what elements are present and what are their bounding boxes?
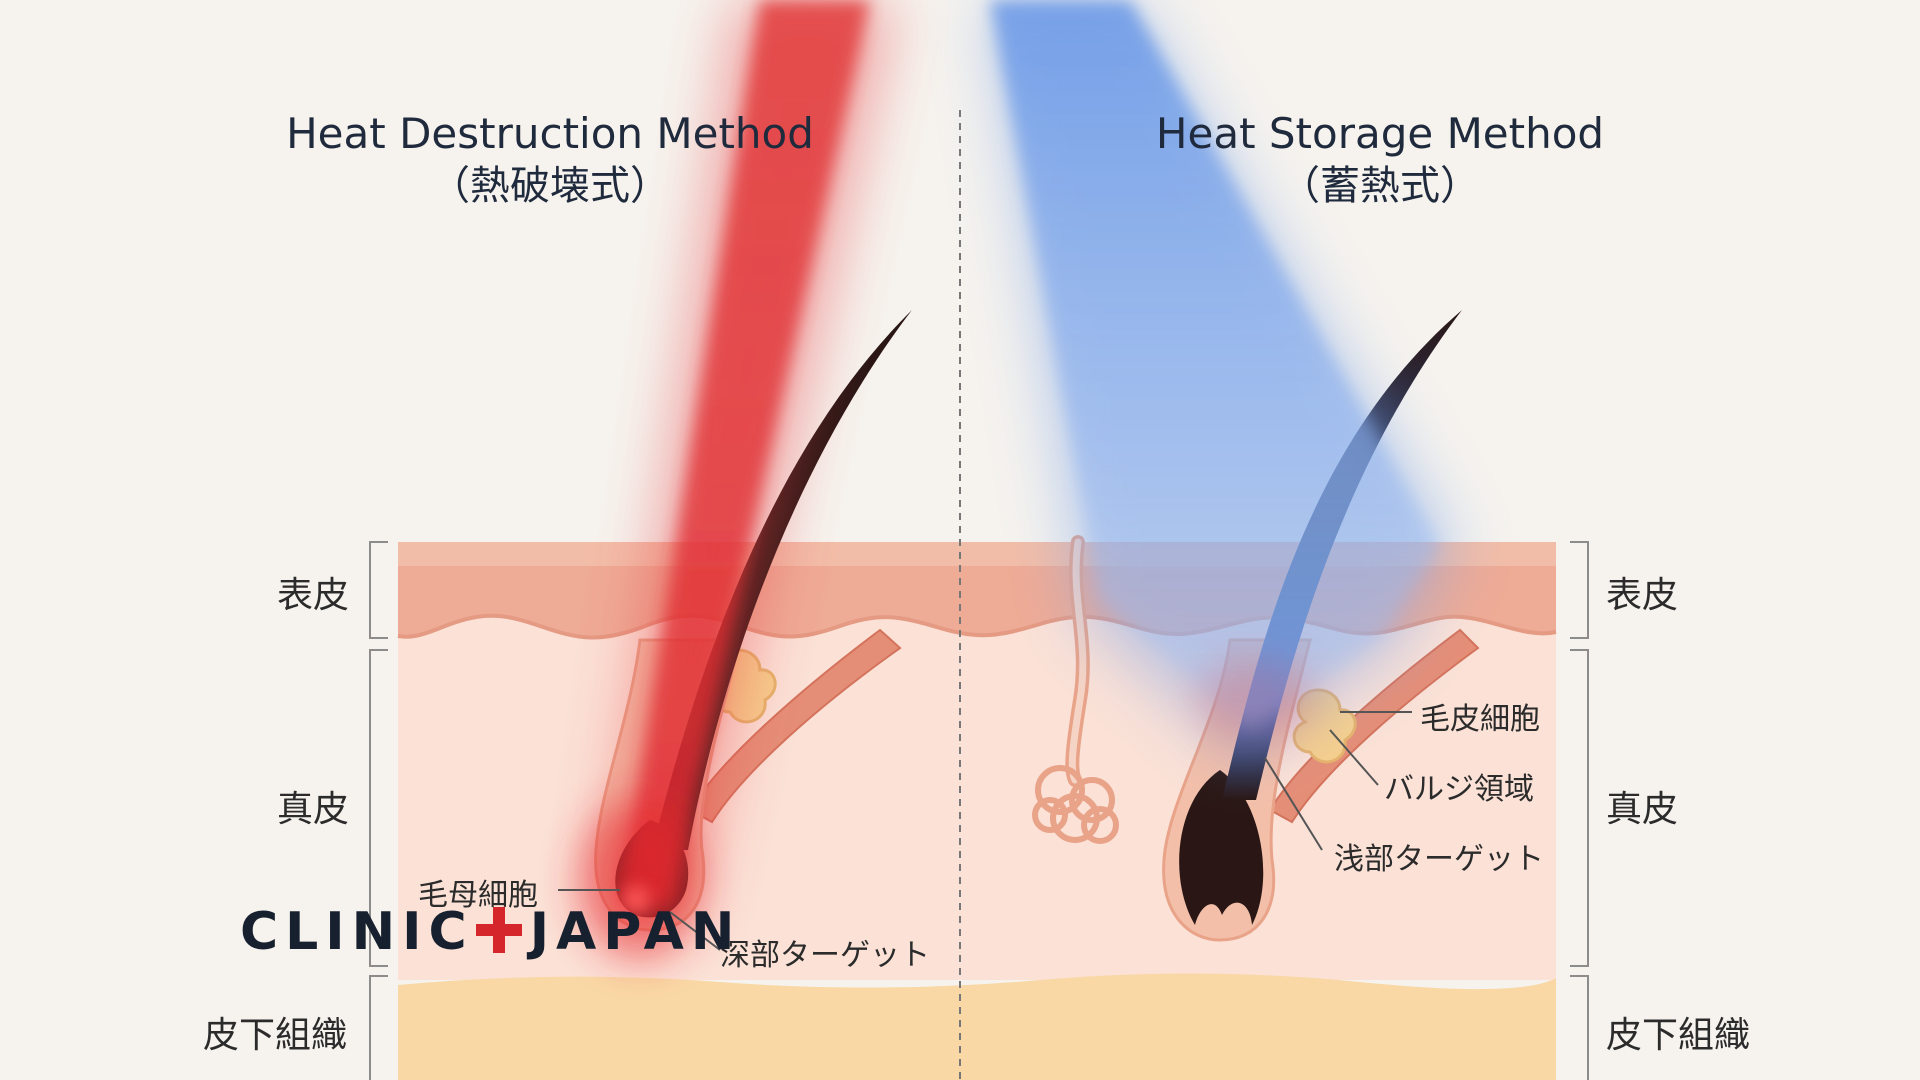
leader-lines: [558, 711, 1412, 951]
left-arrector-muscle: [688, 628, 902, 824]
left-title-jp: （熱破壊式）: [430, 162, 670, 209]
logo-cross-icon: [475, 907, 522, 953]
label-epidermis-left: 表皮: [277, 575, 350, 616]
left-title: Heat Destruction Method （熱破壊式）: [200, 108, 900, 211]
clinic-japan-logo: CLINIC JAPAN: [240, 902, 741, 962]
anno-right-bulge: バルジ領域: [1384, 772, 1534, 807]
right-title-jp: （蓄熱式）: [1280, 162, 1480, 209]
bracket-right-subcutaneous: [1570, 975, 1589, 1080]
label-subcutaneous-right: 皮下組織: [1606, 1015, 1751, 1056]
bracket-left-epidermis: [369, 541, 388, 639]
anno-left-papilla: 毛母細胞: [418, 878, 538, 913]
anno-right-shallow-target: 浅部ターゲット: [1334, 842, 1544, 877]
subcutaneous-layer: [398, 973, 1556, 1080]
layer-brackets: [369, 541, 1589, 1080]
label-subcutaneous-left: 皮下組織: [203, 1015, 348, 1056]
anno-right-hair-cells: 毛皮細胞: [1420, 702, 1540, 737]
logo-text-right: JAPAN: [529, 902, 742, 962]
label-dermis-right: 真皮: [1606, 789, 1679, 830]
anno-left-deep-target: 深部ターゲット: [720, 938, 930, 973]
bracket-right-epidermis: [1570, 541, 1589, 639]
label-epidermis-right: 表皮: [1606, 575, 1679, 616]
right-title-en: Heat Storage Method: [1155, 109, 1605, 158]
blue-light-beam: [980, 0, 1460, 760]
red-focus-point: [622, 886, 650, 914]
leader-right-bulge: [1329, 729, 1379, 786]
sweat-gland-coil: [1032, 765, 1119, 844]
bracket-right-dermis: [1570, 649, 1589, 967]
blue-focus-glow: [1195, 660, 1315, 740]
red-beam-core: [620, 0, 870, 905]
label-dermis-left: 真皮: [277, 789, 350, 830]
left-title-en: Heat Destruction Method: [286, 109, 814, 158]
leader-left-deep-target: [669, 911, 721, 951]
logo-text-left: CLINIC: [240, 902, 474, 962]
blue-beam-core: [990, 0, 1440, 730]
leader-right-shallow-target: [1264, 757, 1323, 851]
right-hair-bulb: [1179, 770, 1264, 925]
red-laser-beam: [580, 0, 895, 960]
red-focus-glow: [580, 800, 700, 960]
right-title: Heat Storage Method （蓄熱式）: [1030, 108, 1730, 211]
bracket-left-subcutaneous: [369, 975, 388, 1080]
bracket-left-dermis: [369, 649, 388, 967]
